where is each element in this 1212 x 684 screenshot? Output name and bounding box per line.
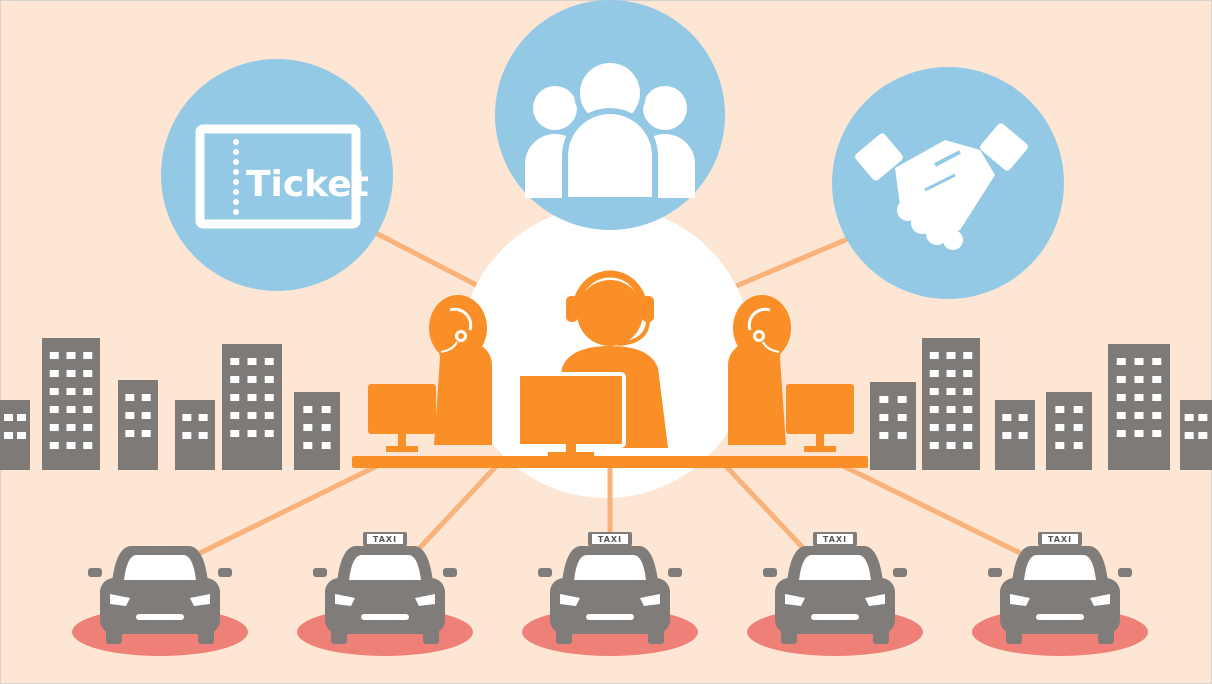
taxi-sign: TAXI — [363, 532, 407, 546]
taxi-sign-label: TAXI — [823, 535, 847, 544]
taxi-sign: TAXI — [1038, 532, 1082, 546]
operator-right — [728, 295, 854, 452]
ticket-circle: Ticket — [161, 59, 393, 291]
taxi-3: TAXI — [522, 532, 698, 656]
handshake-circle — [832, 67, 1064, 299]
operator-left — [368, 295, 492, 452]
building-12 — [1180, 400, 1212, 470]
city-skyline — [0, 338, 1212, 470]
people-group-icon — [525, 57, 695, 203]
building-5 — [222, 344, 282, 470]
building-11 — [1108, 344, 1170, 470]
vehicles: TAXI TAXI TAXI TAXI — [72, 532, 1148, 656]
taxi-sign-label: TAXI — [373, 535, 397, 544]
taxi-sign: TAXI — [588, 532, 632, 546]
car-1 — [72, 546, 248, 656]
desk — [352, 456, 868, 468]
taxi-5: TAXI — [972, 532, 1148, 656]
taxi-2: TAXI — [297, 532, 473, 656]
building-2 — [42, 338, 100, 470]
taxi-4: TAXI — [747, 532, 923, 656]
car-links — [198, 459, 1022, 556]
top-links — [368, 227, 851, 295]
building-7 — [870, 382, 916, 470]
taxi-sign: TAXI — [813, 532, 857, 546]
taxi-sign-label: TAXI — [1048, 535, 1072, 544]
building-8 — [922, 338, 980, 470]
ticket-label: Ticket — [246, 164, 369, 205]
call-center-operators-icon — [352, 270, 868, 468]
operator-center — [516, 270, 668, 458]
building-10 — [1046, 392, 1092, 470]
handshake-icon — [855, 123, 1028, 250]
taxi-sign-label: TAXI — [598, 535, 622, 544]
people-circle — [495, 0, 725, 230]
building-3 — [118, 380, 158, 470]
building-1 — [0, 400, 30, 470]
building-6 — [294, 392, 340, 470]
building-4 — [175, 400, 215, 470]
building-9 — [995, 400, 1035, 470]
ticket-icon: Ticket — [195, 124, 369, 229]
